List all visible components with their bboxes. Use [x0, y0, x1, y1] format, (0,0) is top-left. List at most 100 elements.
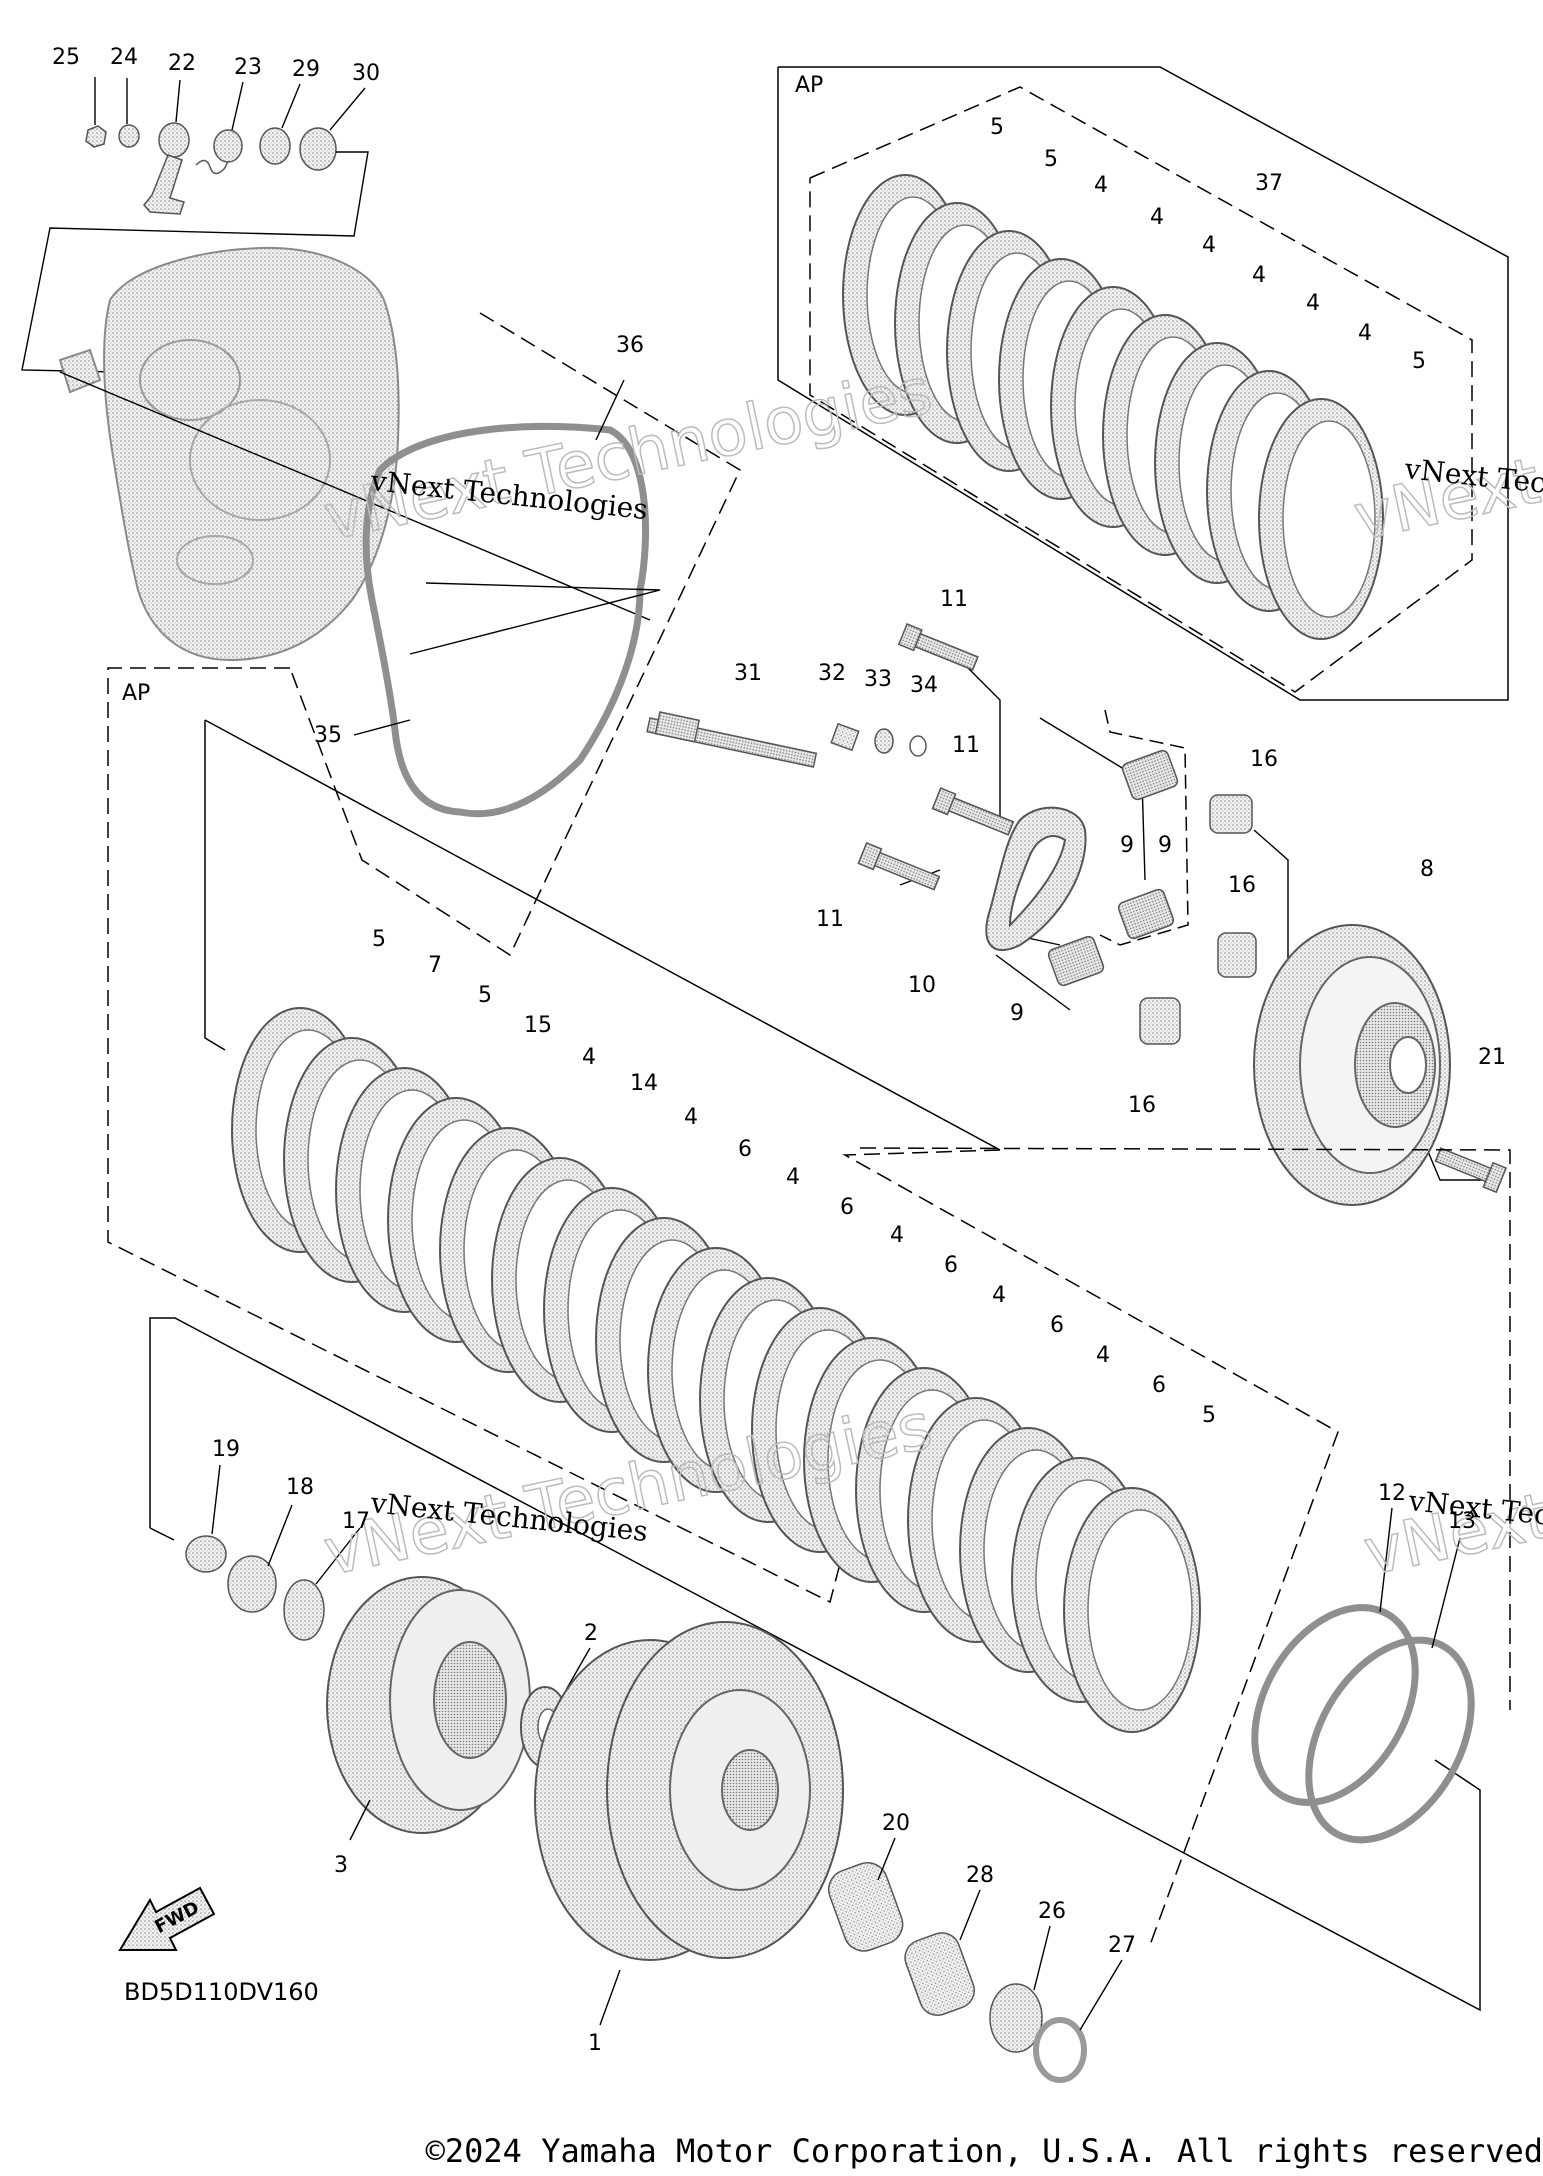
ap-label-top: AP — [795, 73, 823, 98]
parts-12-13-rings — [1251, 1604, 1475, 1844]
lower-plates — [231, 1007, 1201, 1733]
dashed-box-37 — [809, 86, 1473, 693]
callout-4b: 4 — [1150, 205, 1164, 230]
callout-4d: 4 — [1252, 263, 1266, 288]
callout-16a: 16 — [1250, 747, 1278, 772]
part-35-gasket — [362, 422, 650, 818]
callout-17: 17 — [342, 1509, 370, 1534]
callout-4f: 4 — [1358, 321, 1372, 346]
part-1-clutch-housing — [534, 1621, 844, 1961]
plate-label-4a: 4 — [582, 1045, 596, 1070]
diagram-code: BD5D110DV160 — [124, 1978, 319, 2006]
plate-label-7: 7 — [428, 953, 442, 978]
callouts: 25 24 22 23 29 30 36 35 37 5 5 4 4 4 4 4… — [52, 45, 1506, 2056]
plate-label-4b: 4 — [684, 1105, 698, 1130]
callout-4e: 4 — [1306, 291, 1320, 316]
callout-10: 10 — [908, 973, 936, 998]
callout-5a: 5 — [990, 115, 1004, 140]
callout-35: 35 — [314, 723, 342, 748]
callout-23: 23 — [234, 55, 262, 80]
part-16-dampers — [1139, 794, 1257, 1045]
callout-11b: 11 — [952, 733, 980, 758]
callout-26: 26 — [1038, 1899, 1066, 1924]
part-22-lever — [143, 154, 185, 215]
callout-9b: 9 — [1158, 833, 1172, 858]
fwd-arrow-icon: FWD — [118, 1886, 216, 1951]
callout-1: 1 — [588, 2031, 602, 2056]
plate-label-4d: 4 — [890, 1223, 904, 1248]
watermark-outline-2: vNext Technologies — [1348, 355, 1543, 556]
part-22-seal — [158, 122, 190, 158]
callout-30: 30 — [352, 61, 380, 86]
callout-9c: 9 — [1010, 1001, 1024, 1026]
part-25-nut — [85, 125, 107, 148]
plate-label-4c: 4 — [786, 1165, 800, 1190]
callout-37: 37 — [1255, 171, 1283, 196]
parts-20-28-26-27 — [828, 1862, 1087, 2083]
top-clutch-plate — [1258, 398, 1384, 640]
plate-label-5a: 5 — [372, 927, 386, 952]
parts-32-34 — [830, 722, 927, 757]
part-3-leader — [349, 1799, 371, 1841]
plate-label-6b: 6 — [840, 1195, 854, 1220]
plate-label-14: 14 — [630, 1071, 658, 1096]
dashed-box-lower-plates — [842, 1147, 1511, 1946]
plate-label-6a: 6 — [738, 1137, 752, 1162]
callout-11a: 11 — [940, 587, 968, 612]
gasket-leaders — [353, 379, 661, 736]
part-3-clutch-boss — [326, 1576, 531, 1834]
clutch-case-cover — [58, 246, 400, 662]
callout-34: 34 — [910, 673, 938, 698]
callout-24: 24 — [110, 45, 138, 70]
callout-12: 12 — [1378, 1481, 1406, 1506]
callout-27: 27 — [1108, 1933, 1136, 1958]
part-8-pressure-plate — [1253, 924, 1451, 1206]
ap-box-top — [777, 66, 1509, 701]
ap-label-lower: AP — [122, 681, 150, 706]
copyright-notice: ©2024 Yamaha Motor Corporation, U.S.A. A… — [425, 2132, 1543, 2170]
callout-3: 3 — [334, 1853, 348, 1878]
part-9-springs — [1047, 749, 1179, 987]
plate-label-4e: 4 — [992, 1283, 1006, 1308]
callout-5b: 5 — [1044, 147, 1058, 172]
callout-18: 18 — [286, 1475, 314, 1500]
rings-leaders — [1379, 1507, 1461, 1649]
callout-16c: 16 — [1128, 1093, 1156, 1118]
callout-8: 8 — [1420, 857, 1434, 882]
part-23-nut — [213, 129, 243, 163]
callout-5c: 5 — [1412, 349, 1426, 374]
callout-16b: 16 — [1228, 873, 1256, 898]
plate-label-6e: 6 — [1152, 1373, 1166, 1398]
part-29-oring — [259, 127, 291, 165]
part-31-push-rod — [646, 711, 818, 768]
callout-9a: 9 — [1120, 833, 1134, 858]
watermark-outline-1: vNext Technologies — [318, 355, 938, 556]
plate-label-6d: 6 — [1050, 1313, 1064, 1338]
part-1-leader — [599, 1969, 621, 2026]
callout-4a: 4 — [1094, 173, 1108, 198]
plate-label-4f: 4 — [1096, 1343, 1110, 1368]
part-11-bolts — [857, 623, 1015, 891]
callout-2: 2 — [584, 1621, 598, 1646]
small-parts-leaders — [21, 77, 369, 375]
callout-19: 19 — [212, 1437, 240, 1462]
part-10-plate — [985, 806, 1087, 951]
callout-31: 31 — [734, 661, 762, 686]
cover-leader — [59, 371, 651, 621]
plate-label-5b: 5 — [478, 983, 492, 1008]
callout-11c: 11 — [816, 907, 844, 932]
parts-20-28-leaders — [877, 1837, 1123, 2031]
ap-box-lower — [204, 719, 1001, 1151]
callout-13: 13 — [1448, 1509, 1476, 1534]
callout-33: 33 — [864, 667, 892, 692]
bottom-box — [149, 1317, 1481, 2012]
callout-4c: 4 — [1202, 233, 1216, 258]
small-parts-group — [85, 122, 337, 215]
callout-32: 32 — [818, 661, 846, 686]
lower-clutch-plate — [1063, 1487, 1201, 1733]
callout-28: 28 — [966, 1863, 994, 1888]
part-30-bearing — [299, 127, 337, 171]
plate-label-15: 15 — [524, 1013, 552, 1038]
parts-17-19 — [185, 1535, 325, 1641]
